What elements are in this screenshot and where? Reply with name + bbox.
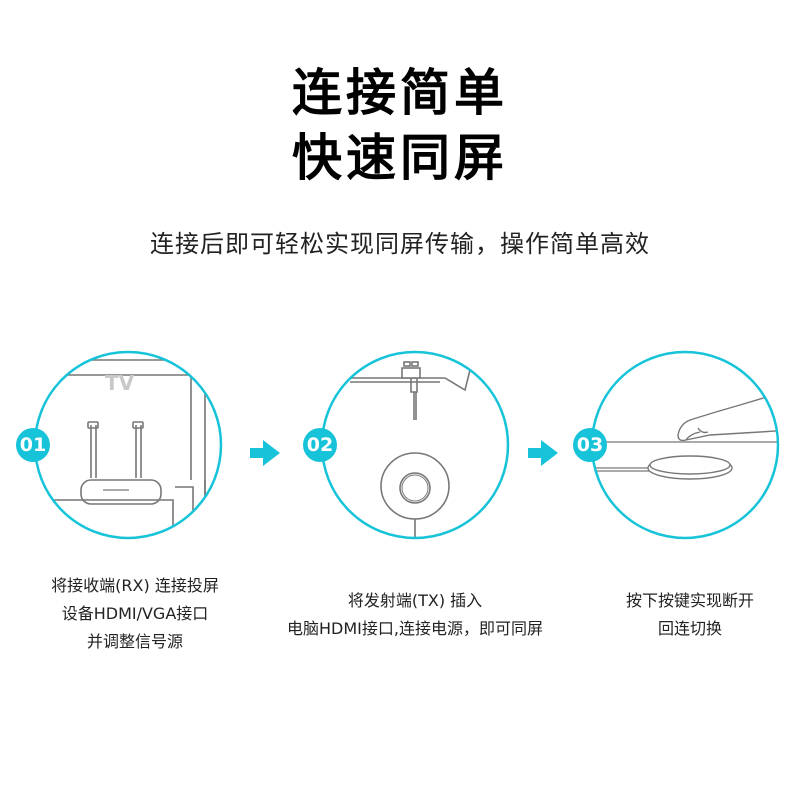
step1-caption-line: 并调整信号源	[86, 632, 183, 651]
step3-illustration	[590, 350, 780, 540]
step3-caption: 按下按键实现断开 回连切换	[585, 587, 795, 643]
step1-illustration: TV	[33, 350, 223, 540]
arrow-right-icon	[528, 440, 558, 466]
page-title-line1: 连接简单	[292, 64, 508, 122]
arrow-right-icon	[250, 440, 280, 466]
step1-caption-line: 设备HDMI/VGA接口	[61, 604, 209, 623]
step3-caption-line: 回连切换	[657, 619, 722, 638]
step3-caption-line: 按下按键实现断开	[625, 591, 754, 610]
step3-number-badge: 03	[573, 428, 607, 462]
step2-number-badge: 02	[303, 428, 337, 462]
step2-caption-line: 电脑HDMI接口,连接电源，即可同屏	[287, 619, 543, 638]
tv-label: TV	[105, 371, 135, 395]
step2-caption: 将发射端(TX) 插入 电脑HDMI接口,连接电源，即可同屏	[260, 587, 570, 643]
page-title-line2: 快速同屏	[292, 129, 508, 187]
step1-caption-line: 将接收端(RX) 连接投屏	[51, 576, 219, 595]
step2-caption-line: 将发射端(TX) 插入	[347, 591, 483, 610]
step1-number-badge: 01	[16, 428, 50, 462]
page-subtitle: 连接后即可轻松实现同屏传输，操作简单高效	[150, 230, 650, 258]
step1-caption: 将接收端(RX) 连接投屏 设备HDMI/VGA接口 并调整信号源	[20, 572, 250, 656]
step2-illustration	[320, 350, 510, 540]
